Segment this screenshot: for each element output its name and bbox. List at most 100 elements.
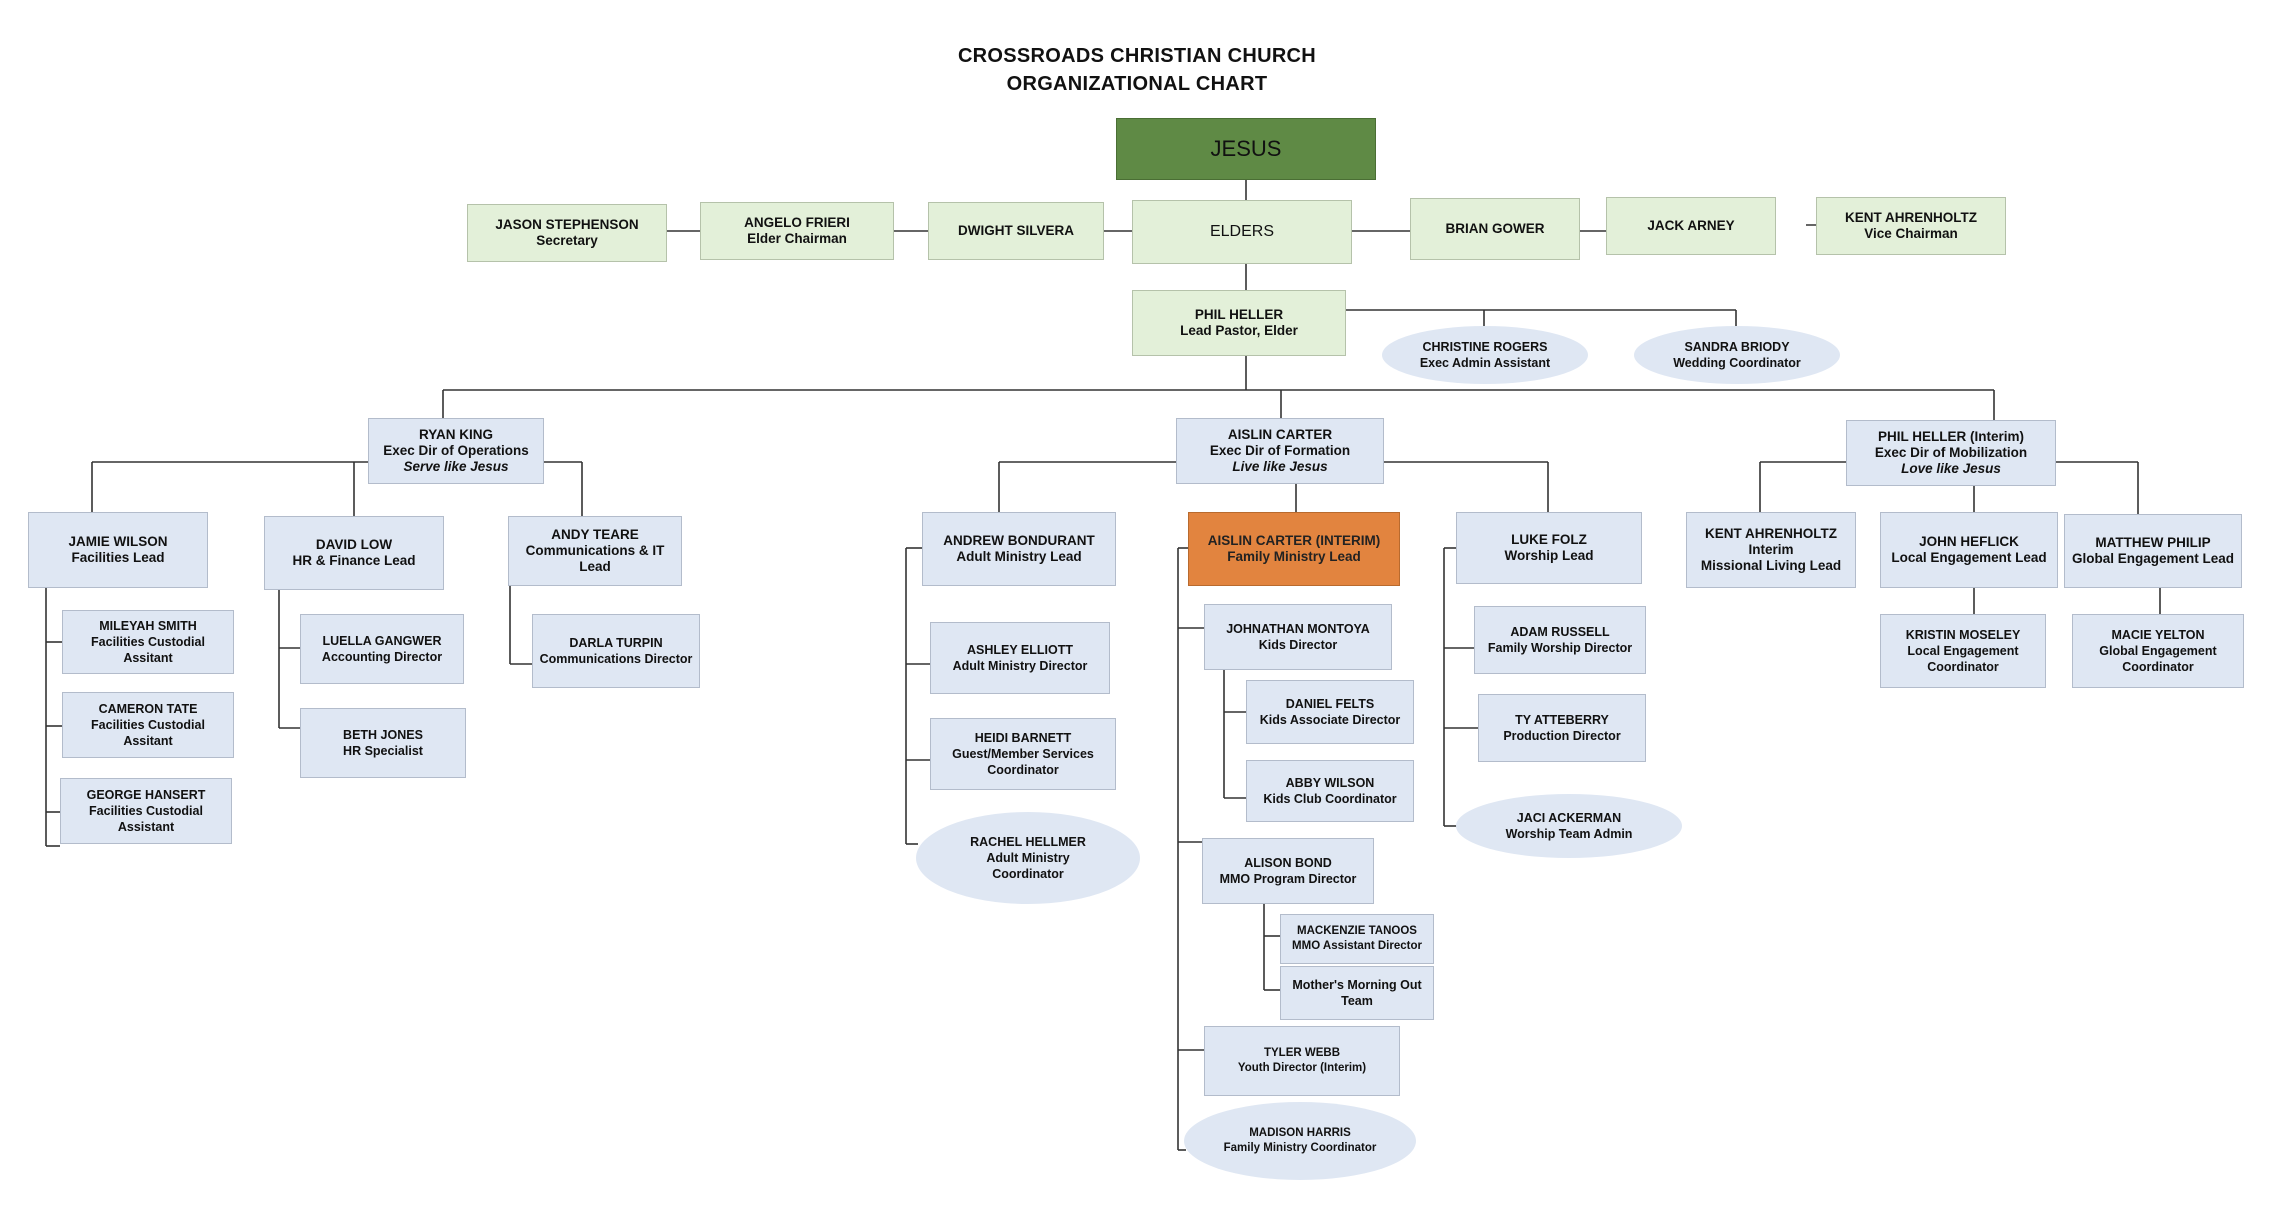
node-mmo-team: Mother's Morning Out Team <box>1280 966 1434 1020</box>
node-elders: ELDERS <box>1132 200 1352 264</box>
node-name: BETH JONES <box>343 728 423 742</box>
node-name: MATTHEW PHILIP <box>2095 535 2211 550</box>
node-name: CAMERON TATE <box>98 702 198 716</box>
node-role: Kids Associate Director <box>1259 713 1401 727</box>
node-name: JASON STEPHENSON <box>495 217 639 232</box>
node-role: Wedding Coordinator <box>1673 356 1801 370</box>
node-role: Youth Director (Interim) <box>1237 1062 1367 1074</box>
node-role: HR & Finance Lead <box>292 553 416 568</box>
node-name: SANDRA BRIODY <box>1684 340 1790 354</box>
node-name: Mother's Morning Out <box>1292 978 1422 992</box>
node-name: JESUS <box>1210 136 1282 161</box>
node-aislin-interim: AISLIN CARTER (INTERIM) Family Ministry … <box>1188 512 1400 586</box>
node-name: KENT AHRENHOLTZ <box>1705 526 1837 541</box>
node-motto: Live like Jesus <box>1232 459 1328 474</box>
node-david: DAVID LOW HR & Finance Lead <box>264 516 444 590</box>
node-ty: TY ATTEBERRY Production Director <box>1478 694 1646 762</box>
node-andrew: ANDREW BONDURANT Adult Ministry Lead <box>922 512 1116 586</box>
node-name: MACIE YELTON <box>2111 628 2205 642</box>
node-name: RACHEL HELLMER <box>970 835 1086 849</box>
node-heidi: HEIDI BARNETT Guest/Member Services Coor… <box>930 718 1116 790</box>
node-name: ANGELO FRIERI <box>744 215 850 230</box>
node-mackenzie: MACKENZIE TANOOS MMO Assistant Director <box>1280 914 1434 964</box>
node-luke: LUKE FOLZ Worship Lead <box>1456 512 1642 584</box>
node-name: JOHN HEFLICK <box>1919 534 2019 549</box>
node-role2: Assitant <box>123 651 173 665</box>
node-name: DWIGHT SILVERA <box>958 223 1074 238</box>
node-name: KENT AHRENHOLTZ <box>1845 210 1977 225</box>
node-role: Worship Lead <box>1504 548 1594 563</box>
node-role: Facilities Custodial <box>91 635 205 649</box>
node-name: ALISON BOND <box>1244 856 1332 870</box>
node-phil-interim: PHIL HELLER (Interim) Exec Dir of Mobili… <box>1846 420 2056 486</box>
node-motto: Serve like Jesus <box>403 459 509 474</box>
node-name: JACI ACKERMAN <box>1516 811 1622 825</box>
node-johnathan: JOHNATHAN MONTOYA Kids Director <box>1204 604 1392 670</box>
node-role: Facilities Custodial <box>89 804 203 818</box>
node-role: MMO Assistant Director <box>1292 940 1422 952</box>
node-role: Global Engagement <box>2099 644 2217 658</box>
node-name: ANDY TEARE <box>551 527 639 542</box>
node-name: AISLIN CARTER <box>1227 427 1333 442</box>
node-name: PHIL HELLER <box>1194 307 1284 322</box>
node-role: Communications & IT Lead <box>525 543 665 574</box>
chart-title-line2: ORGANIZATIONAL CHART <box>1006 73 1268 95</box>
node-name: MACKENZIE TANOOS <box>1297 925 1417 937</box>
node-role: Secretary <box>536 233 598 248</box>
node-name: LUELLA GANGWER <box>322 634 442 648</box>
node-name: ABBY WILSON <box>1285 776 1375 790</box>
node-role: Lead Pastor, Elder <box>1180 323 1298 338</box>
node-matthew: MATTHEW PHILIP Global Engagement Lead <box>2064 514 2242 588</box>
node-kent-elder: KENT AHRENHOLTZ Vice Chairman <box>1816 197 2006 255</box>
node-role: Family Worship Director <box>1487 641 1633 655</box>
node-name: MADISON HARRIS <box>1249 1127 1351 1139</box>
node-george: GEORGE HANSERT Facilities Custodial Assi… <box>60 778 232 844</box>
node-role: Global Engagement Lead <box>2071 551 2235 566</box>
node-name: LUKE FOLZ <box>1511 532 1587 547</box>
node-role: Team <box>1341 994 1373 1008</box>
node-role: HR Specialist <box>343 744 423 758</box>
node-daniel: DANIEL FELTS Kids Associate Director <box>1246 680 1414 744</box>
node-macie: MACIE YELTON Global Engagement Coordinat… <box>2072 614 2244 688</box>
node-darla: DARLA TURPIN Communications Director <box>532 614 700 688</box>
node-role: Kids Director <box>1258 638 1338 652</box>
node-role: Family Ministry Coordinator <box>1223 1142 1377 1154</box>
node-role2: Coordinator <box>987 763 1059 777</box>
node-angelo: ANGELO FRIERI Elder Chairman <box>700 202 894 260</box>
node-alison: ALISON BOND MMO Program Director <box>1202 838 1374 904</box>
node-name: TY ATTEBERRY <box>1515 713 1609 727</box>
node-role2: Assistant <box>117 820 175 834</box>
node-name: DARLA TURPIN <box>569 636 663 650</box>
node-name: BRIAN GOWER <box>1445 221 1545 236</box>
node-name: GEORGE HANSERT <box>86 788 206 802</box>
node-andy: ANDY TEARE Communications & IT Lead <box>508 516 682 586</box>
node-name: ELDERS <box>1209 223 1275 240</box>
node-name: ASHLEY ELLIOTT <box>966 643 1074 657</box>
node-role: Accounting Director <box>321 650 443 664</box>
node-role: Facilities Lead <box>71 550 165 565</box>
chart-title-line1: CROSSROADS CHRISTIAN CHURCH <box>957 45 1317 67</box>
node-role: Worship Team Admin <box>1505 827 1633 841</box>
node-phil: PHIL HELLER Lead Pastor, Elder <box>1132 290 1346 356</box>
node-name: CHRISTINE ROGERS <box>1422 340 1548 354</box>
node-rachel: RACHEL HELLMER Adult Ministry Coordinato… <box>916 812 1140 904</box>
node-role: Exec Admin Assistant <box>1419 356 1551 370</box>
node-name: HEIDI BARNETT <box>974 731 1072 745</box>
node-name: TYLER WEBB <box>1263 1047 1341 1059</box>
node-role: Exec Dir of Formation <box>1209 443 1351 458</box>
node-christine: CHRISTINE ROGERS Exec Admin Assistant <box>1382 326 1588 384</box>
node-role: Facilities Custodial <box>91 718 205 732</box>
node-jaci: JACI ACKERMAN Worship Team Admin <box>1456 794 1682 858</box>
node-cameron: CAMERON TATE Facilities Custodial Assita… <box>62 692 234 758</box>
node-jamie: JAMIE WILSON Facilities Lead <box>28 512 208 588</box>
node-beth: BETH JONES HR Specialist <box>300 708 466 778</box>
node-adam: ADAM RUSSELL Family Worship Director <box>1474 606 1646 674</box>
node-role2: Coordinator <box>1927 660 1999 674</box>
node-role: Local Engagement Lead <box>1891 550 2047 565</box>
node-role: Guest/Member Services <box>952 747 1094 761</box>
node-role: Production Director <box>1503 729 1621 743</box>
node-name: RYAN KING <box>418 427 493 442</box>
node-kristin: KRISTIN MOSELEY Local Engagement Coordin… <box>1880 614 2046 688</box>
node-role: Exec Dir of Operations <box>383 443 529 458</box>
